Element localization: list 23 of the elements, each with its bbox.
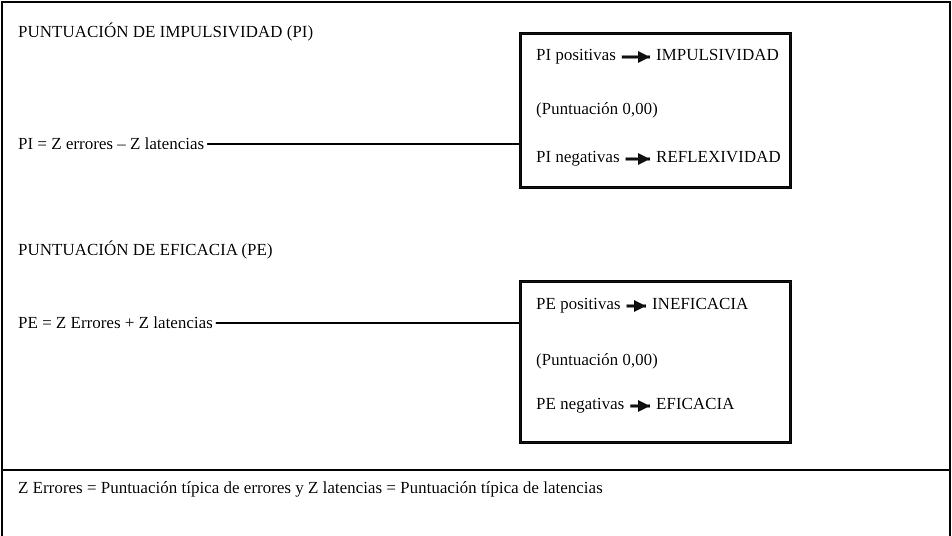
formula-text: PI = Z errores – Z latencias bbox=[18, 134, 204, 154]
arrow bbox=[630, 400, 650, 412]
result-label: PI positivas bbox=[536, 45, 616, 65]
result-label: PE positivas bbox=[536, 294, 621, 314]
arrow bbox=[622, 51, 650, 63]
result-label: REFLEXIVIDAD bbox=[656, 147, 781, 167]
result-label: IMPULSIVIDAD bbox=[656, 45, 779, 65]
result-label: PE negativas bbox=[536, 394, 624, 414]
arrow bbox=[626, 153, 650, 165]
section-heading: PUNTUACIÓN DE IMPULSIVIDAD (PI) bbox=[18, 22, 314, 42]
section-heading: PUNTUACIÓN DE EFICACIA (PE) bbox=[18, 240, 273, 260]
result-label: INEFICACIA bbox=[652, 294, 748, 314]
note-text: (Puntuación 0,00) bbox=[536, 350, 658, 370]
result-label: PI negativas bbox=[536, 147, 620, 167]
connector-line bbox=[207, 143, 519, 145]
footnote-text: Z Errores = Puntuación típica de errores y Z latencias = Puntuación típica de latencias bbox=[18, 478, 603, 498]
result-label: EFICACIA bbox=[656, 394, 734, 414]
formula-text: PE = Z Errores + Z latencias bbox=[18, 313, 213, 333]
connector-line bbox=[216, 322, 519, 324]
note-text: (Puntuación 0,00) bbox=[536, 98, 658, 118]
result-box bbox=[519, 280, 792, 444]
result-box bbox=[519, 32, 792, 189]
arrow bbox=[626, 300, 646, 312]
